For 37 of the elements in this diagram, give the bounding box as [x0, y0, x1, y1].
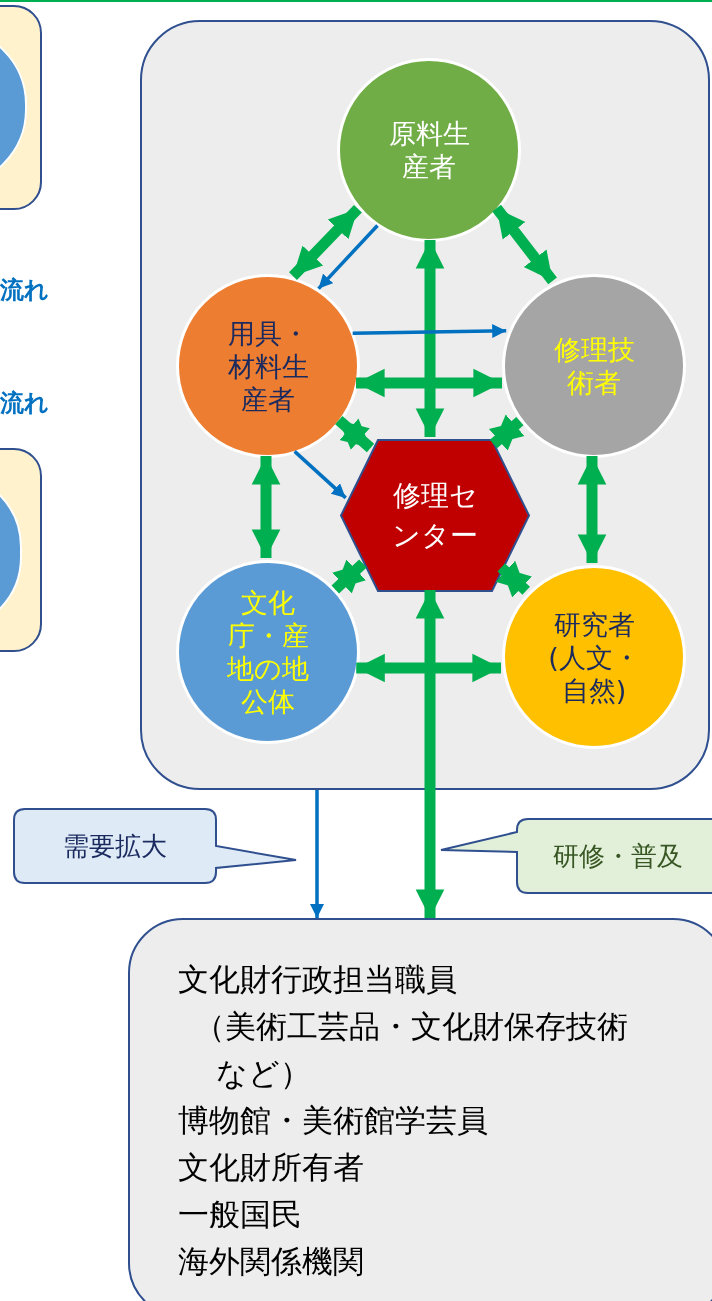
double-arrow: [577, 456, 607, 563]
audience-card: [128, 918, 712, 1301]
node-label: 原料生産者: [388, 118, 470, 182]
audience-text: 一般国民: [178, 1195, 303, 1234]
center-hexagon: [340, 439, 530, 592]
node-label: 文化庁・産地の地公体: [227, 587, 309, 717]
flow-label: 流れ: [0, 389, 49, 417]
flow-label: 流れ: [0, 276, 49, 304]
arrow: [317, 224, 379, 290]
arrow: [293, 450, 347, 500]
audience-text: 博物館・美術館学芸員: [178, 1101, 489, 1140]
callout-bubble: [13, 808, 298, 884]
callout-bubble: [440, 818, 712, 894]
double-arrow: [356, 653, 501, 683]
audience-text: （美術工芸品・文化財保存技術など）: [193, 1007, 629, 1093]
network-panel: [140, 20, 710, 790]
double-arrow: [251, 456, 281, 558]
double-arrow: [415, 590, 445, 918]
arrow: [310, 790, 324, 918]
double-arrow: [356, 368, 502, 398]
node-label: 修理技術者: [553, 334, 635, 398]
node-label: 用具・材料生産者: [227, 317, 309, 415]
audience-text: 海外関係機関: [178, 1242, 365, 1281]
double-arrow: [488, 414, 525, 451]
double-arrow: [415, 239, 445, 437]
double-arrow: [331, 559, 367, 594]
callout-text: 需要拡大: [63, 829, 167, 863]
double-arrow: [495, 560, 532, 598]
double-arrow: [289, 204, 362, 280]
arrow: [352, 324, 507, 338]
audience-text: 文化財行政担当職員: [178, 960, 458, 999]
node-label: 研究者(人文・自然): [548, 608, 640, 706]
double-arrow: [492, 204, 557, 285]
callout-text: 研修・普及: [553, 839, 683, 873]
double-arrow: [335, 416, 375, 453]
audience-text: 文化財所有者: [178, 1148, 365, 1187]
node-label: 修理センター: [391, 477, 479, 554]
